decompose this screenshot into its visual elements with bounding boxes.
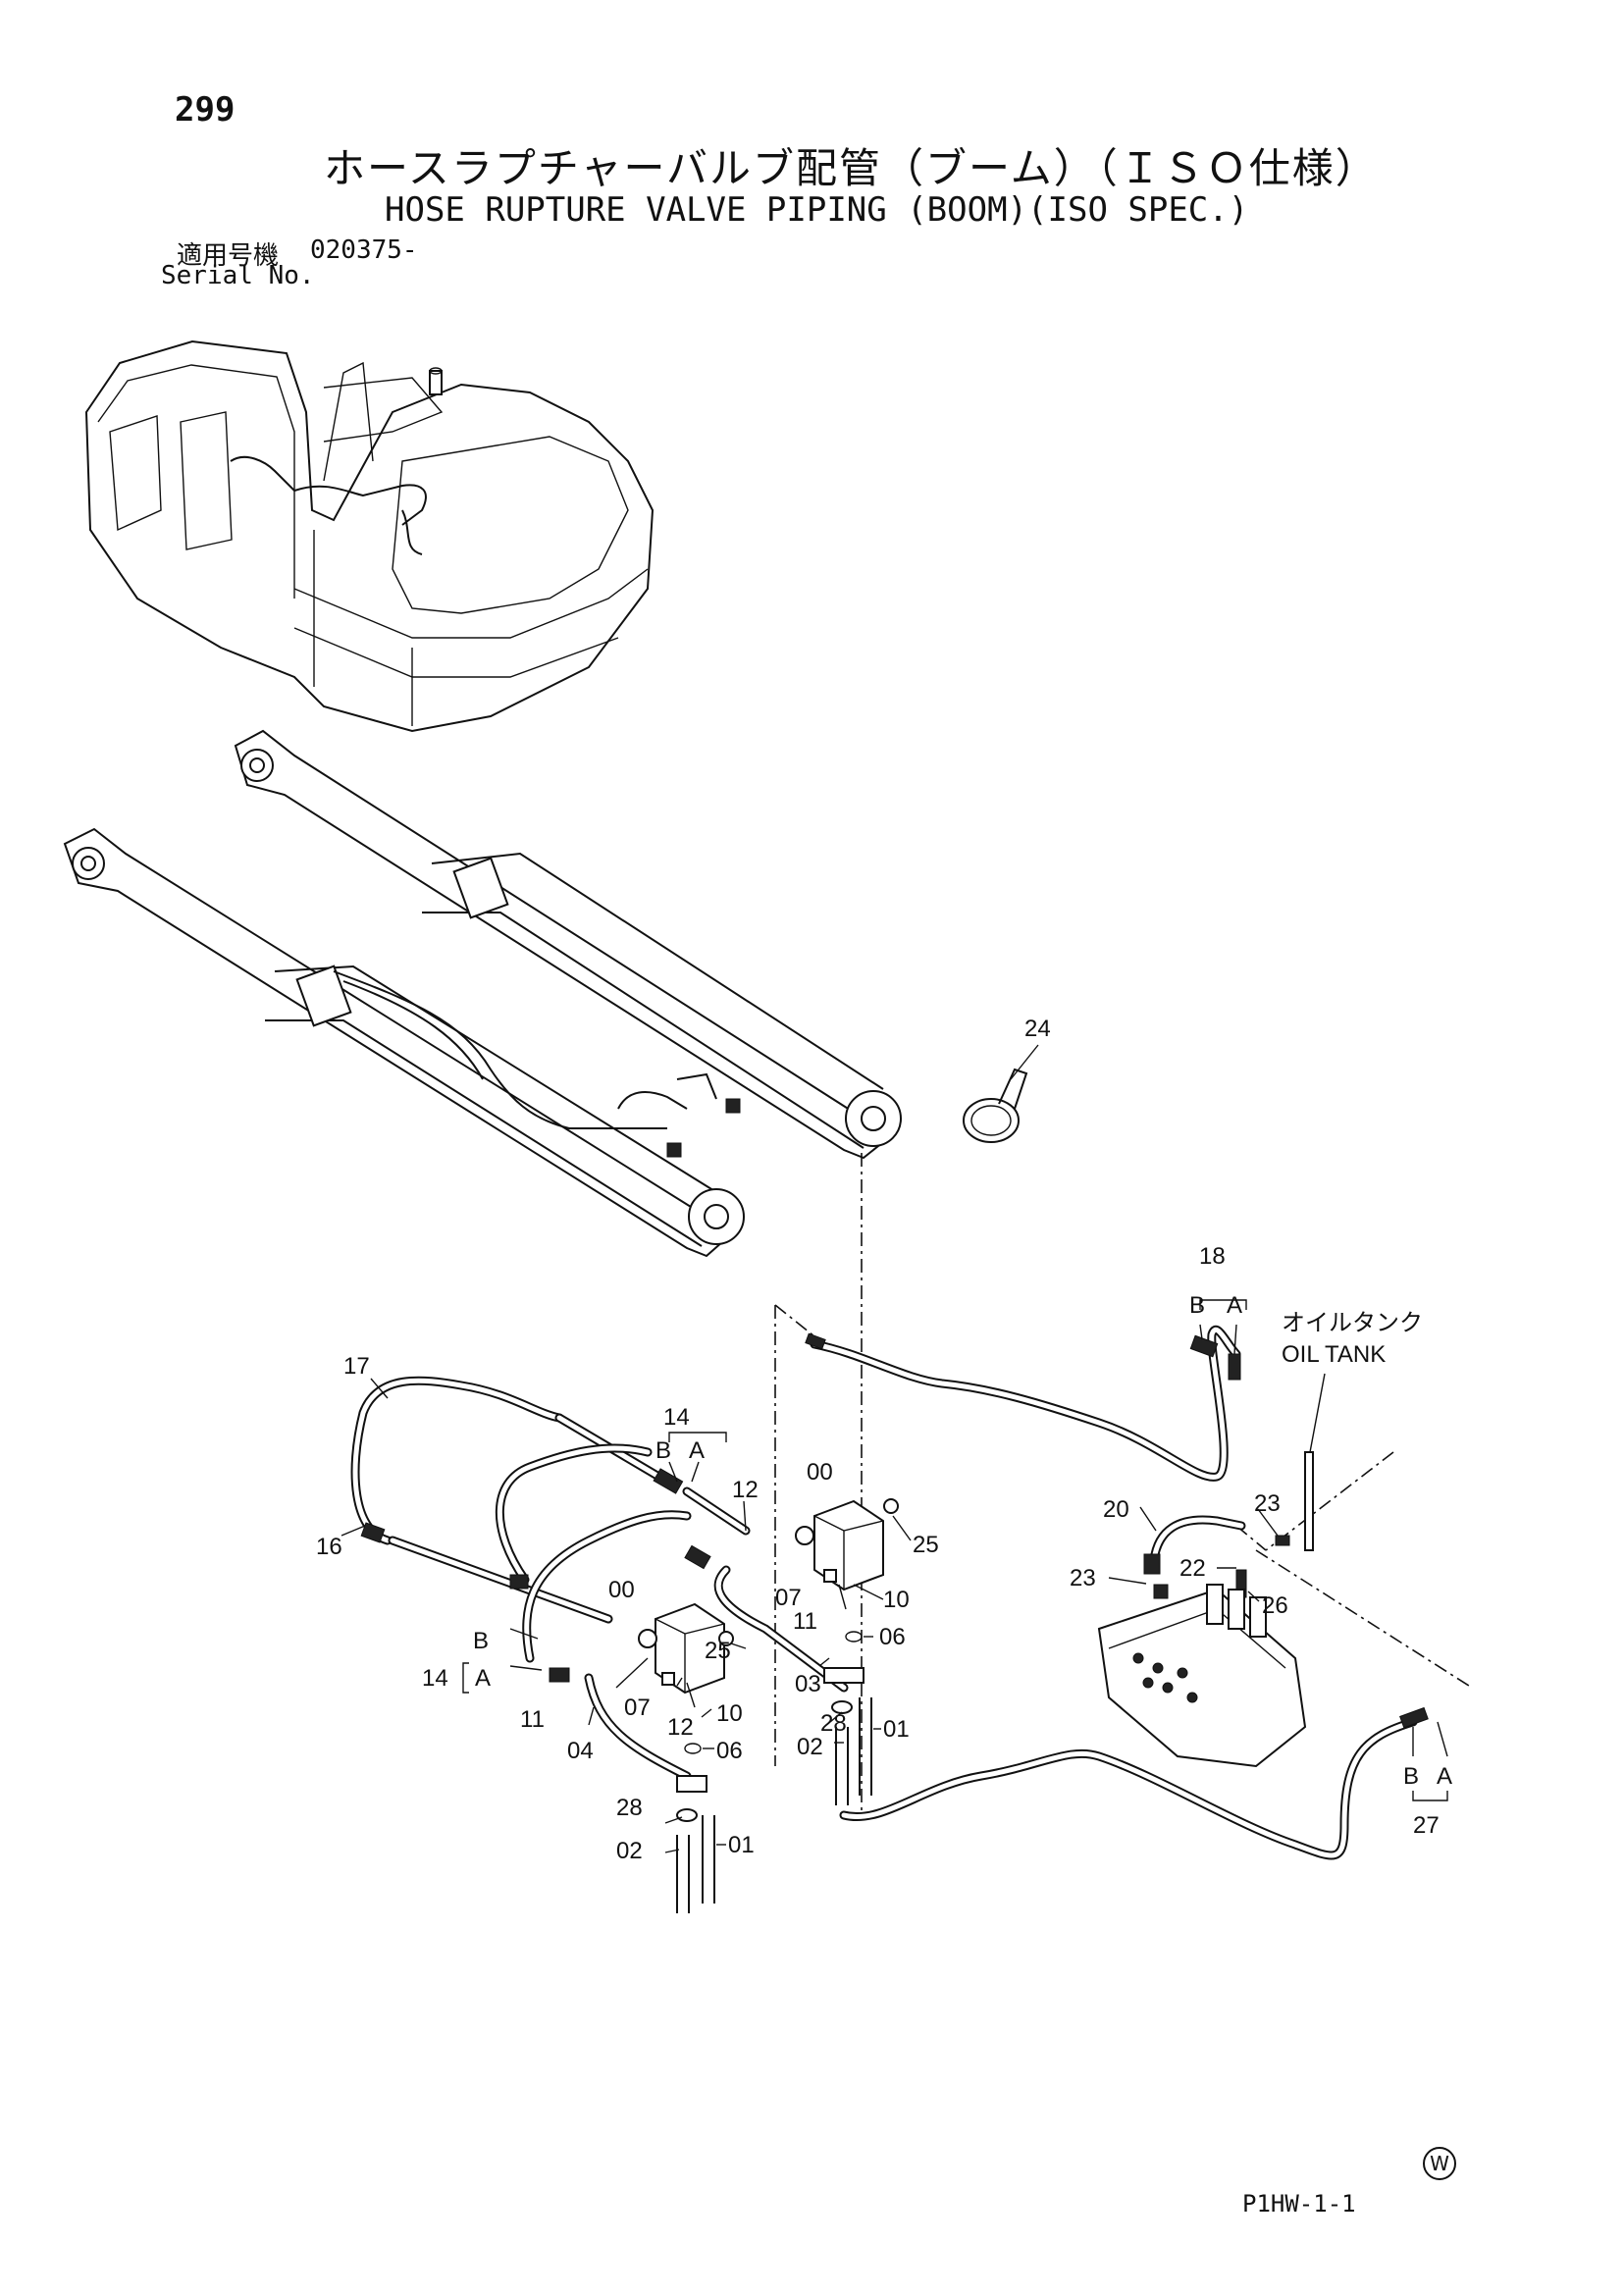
page-number: 299 [175,90,236,130]
callout-06-lower: 06 [716,1738,743,1764]
serial-label-japanese: 適用号機 [177,241,280,271]
label-b-tank-hose: B [1189,1292,1205,1319]
label-b-lower-right: B [1403,1763,1419,1790]
callout-10-upper: 10 [883,1587,910,1613]
clamp-item-24: 24 [963,1016,1051,1143]
w-mark-icon: W [1423,2147,1456,2180]
callout-25-lower: 25 [705,1638,731,1664]
callout-28-lower: 28 [616,1795,643,1821]
brackets-and-bolts [676,1498,899,1913]
label-b-upper: B [655,1437,671,1464]
serial-label-english: Serial No. [161,261,315,290]
callout-07-upper: 07 [775,1585,802,1611]
label-a-upper: A [689,1437,705,1464]
callout-10-lower: 10 [716,1700,743,1727]
serial-number-value: 020375- [310,235,418,265]
boom-cylinders-illustration [63,729,902,1258]
callout-11-lower: 11 [520,1706,545,1733]
callout-22: 22 [1179,1555,1206,1582]
page-title-english: HOSE RUPTURE VALVE PIPING (BOOM)(ISO SPE… [385,190,1249,230]
callout-00-lower: 00 [608,1577,635,1603]
excavator-body-illustration [84,339,655,733]
callout-00-upper: 00 [807,1459,833,1486]
callout-23-left: 23 [1070,1565,1096,1591]
callout-18: 18 [1199,1243,1226,1270]
callout-02-upper: 02 [797,1734,823,1760]
callout-23-right: 23 [1254,1490,1281,1517]
label-a-lower-left: A [475,1665,491,1692]
callout-11-upper: 11 [793,1608,817,1635]
callout-04: 04 [567,1738,594,1764]
callout-01-upper: 01 [883,1716,910,1743]
rupture-valve-upper [795,1499,884,1591]
oil-tank-label-japanese: オイルタンク [1282,1310,1423,1336]
callout-12-lower: 12 [667,1714,694,1741]
callout-26: 26 [1262,1592,1288,1619]
leader-lines [341,1299,1448,1853]
oil-tank-indicator [1304,1373,1326,1551]
callout-01-lower: 01 [728,1832,755,1858]
page-title-japanese: ホースラプチャーバルブ配管（ブーム）（ＩＳＯ仕様） [324,144,1379,192]
callout-27: 27 [1413,1812,1440,1839]
label-b-lower-left: B [473,1628,489,1654]
callout-20: 20 [1103,1496,1129,1523]
callout-17: 17 [343,1353,370,1380]
callout-14-upper: 14 [663,1404,690,1431]
fittings [360,1332,1429,1729]
hoses [350,1325,1418,1860]
callout-16: 16 [316,1534,342,1560]
callout-07-lower: 07 [624,1695,651,1721]
piping-route-centerlines [774,1153,1473,1815]
callout-25-upper: 25 [913,1532,939,1558]
label-a-tank-hose: A [1227,1292,1242,1319]
drawing-code: P1HW-1-1 [1242,2190,1356,2217]
callout-02-lower: 02 [616,1838,643,1864]
rupture-valve-lower [638,1602,725,1695]
oil-tank-label-english: OIL TANK [1282,1341,1386,1368]
callout-03: 03 [795,1671,821,1697]
callout-14-lower: 14 [422,1665,448,1692]
callout-12-upper: 12 [732,1477,759,1503]
label-a-lower-right: A [1437,1763,1452,1790]
callout-24: 24 [1024,1016,1051,1042]
control-valve-block [1097,1584,1307,1768]
callout-06-upper: 06 [879,1624,906,1650]
callout-28-upper: 28 [820,1710,847,1737]
callout-labels: 17 16 14 B A 12 00 25 07 10 11 06 03 28 … [316,1243,1452,1864]
